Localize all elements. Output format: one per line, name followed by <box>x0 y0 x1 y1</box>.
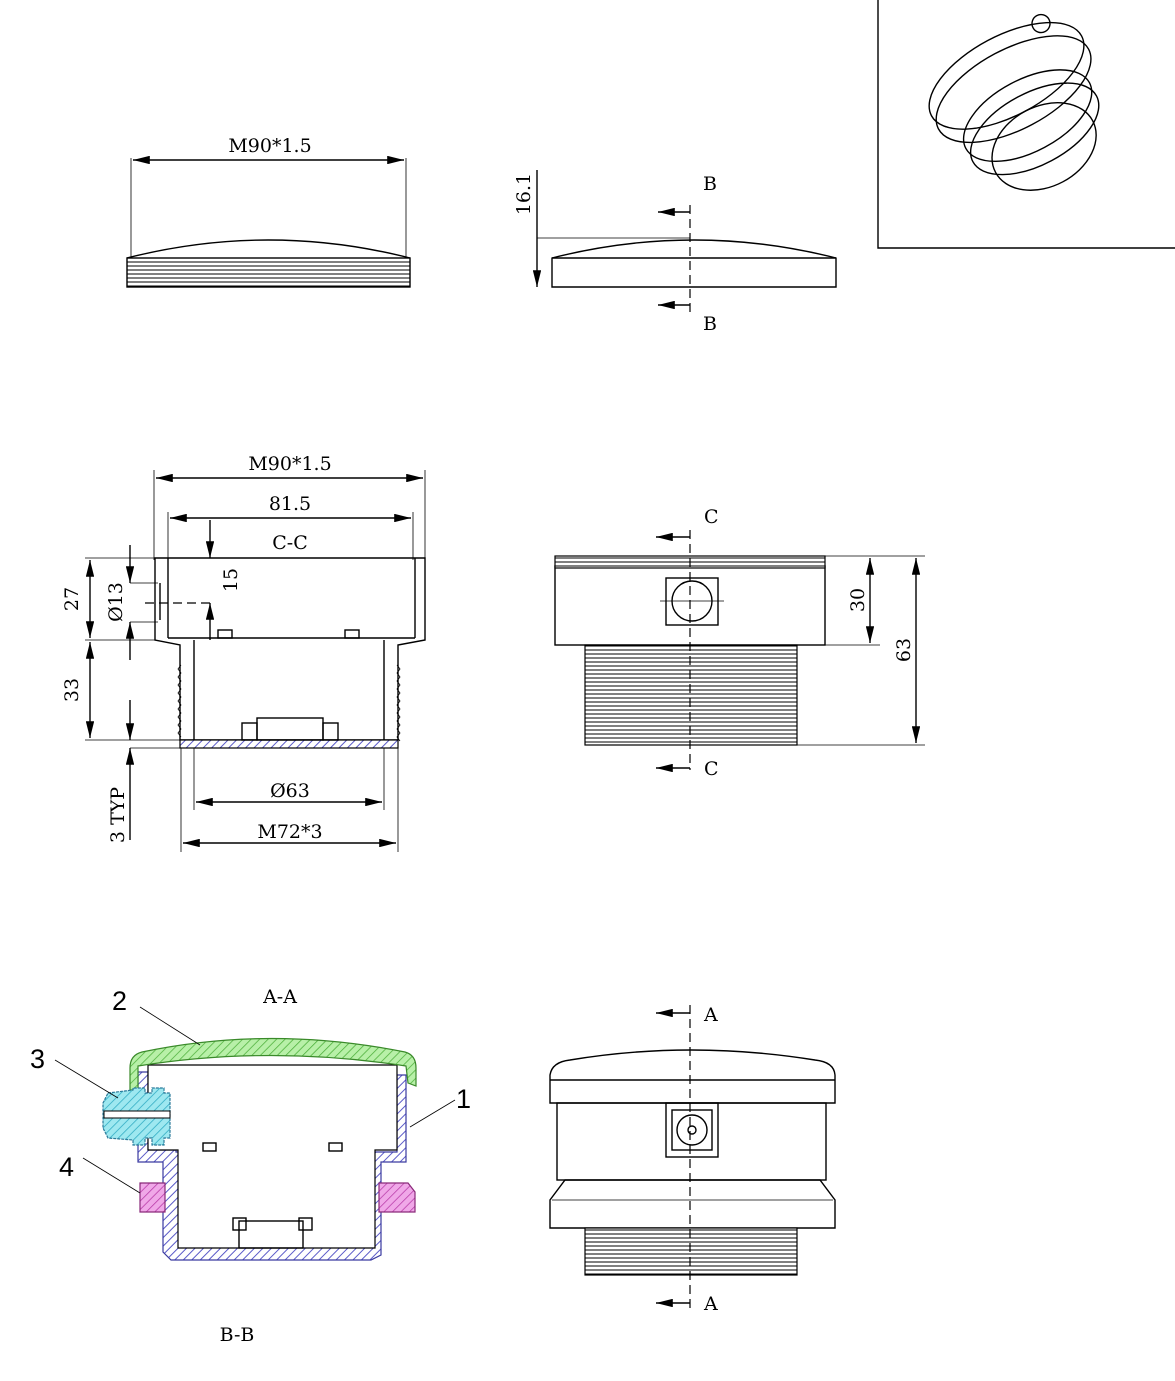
section-label-top: A <box>703 1004 718 1026</box>
cap-top-view: M90*1.5 <box>126 135 411 288</box>
depth-lower-label: 33 <box>61 678 83 702</box>
cap-part-2 <box>129 1037 417 1091</box>
section-title: C-C <box>272 532 308 554</box>
section-label-top: B <box>703 173 717 195</box>
assembled-front-view: A A <box>549 1004 836 1315</box>
assembly-section: A-A B-B 2 3 4 1 <box>30 986 471 1346</box>
lock-nut-part-4 <box>139 1182 166 1213</box>
section-cc-view: M90*1.5 81.5 C-C 27 33 Ø13 <box>61 453 426 852</box>
thread-label: M90*1.5 <box>228 135 311 157</box>
cap-side-view: 16.1 B B <box>513 170 837 335</box>
callout-2: 2 <box>112 986 127 1016</box>
section-title-bottom: B-B <box>220 1324 255 1346</box>
section-label-bottom: A <box>703 1293 718 1315</box>
lock-nut-part-4-right <box>378 1182 416 1213</box>
housing-front-view: C C 30 63 <box>554 506 925 780</box>
callout-1: 1 <box>456 1084 471 1114</box>
section-label-top: C <box>704 506 719 528</box>
wall-label: 3 TYP <box>107 787 129 843</box>
callout-4: 4 <box>59 1152 74 1182</box>
gland-height-label: 15 <box>220 568 242 592</box>
isometric-view <box>877 0 1175 249</box>
height-label: 16.1 <box>513 173 535 215</box>
inner-width-label: 81.5 <box>269 493 311 515</box>
depth-upper-label: 27 <box>61 587 83 611</box>
inner-diameter-label: Ø63 <box>270 780 310 802</box>
section-label-bottom: B <box>703 313 717 335</box>
gland-hole-label: Ø13 <box>105 582 127 622</box>
section-label-bottom: C <box>704 758 719 780</box>
callout-3: 3 <box>30 1044 45 1074</box>
section-title-top: A-A <box>262 986 297 1008</box>
outer-thread-label: M90*1.5 <box>248 453 331 475</box>
upper-height-label: 30 <box>847 588 869 612</box>
lower-thread-label: M72*3 <box>257 821 322 843</box>
total-height-label: 63 <box>893 638 915 662</box>
